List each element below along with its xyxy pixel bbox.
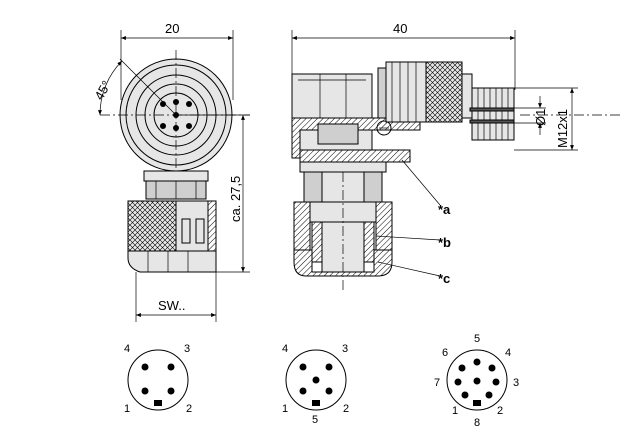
pin-label-1: 1 (282, 403, 288, 415)
pinout-8-pin: 1 2 3 4 5 6 7 8 (434, 333, 519, 429)
pin-label-1: 1 (124, 403, 130, 415)
side-view: 40 Ø1 (291, 21, 620, 290)
angle-dimension: 45° (91, 78, 114, 103)
width-dimension: 20 (165, 21, 179, 36)
pin-label-2: 2 (497, 405, 503, 417)
pinout-5-pin: 1 2 3 4 5 (282, 343, 349, 426)
pin-label-2: 2 (343, 403, 349, 415)
pin-label-3: 3 (342, 343, 348, 355)
pin-label-4: 4 (505, 347, 511, 359)
pin-diameter-dimension: Ø1 (533, 109, 548, 126)
pin-label-6: 6 (442, 347, 448, 359)
height-dimension: ca. 27,5 (228, 176, 243, 222)
pin-label-1: 1 (452, 405, 458, 417)
pinout-4-pin: 1 2 3 4 (124, 343, 192, 415)
front-view: 20 45° (91, 21, 250, 322)
pin-label-4: 4 (282, 343, 288, 355)
pin-label-3: 3 (184, 343, 190, 355)
thread-dimension: M12x1 (555, 109, 570, 148)
callout-b: *b (438, 235, 451, 250)
pin-label-3: 3 (513, 377, 519, 389)
wrench-size-dimension: SW.. (158, 298, 185, 313)
pin-label-4: 4 (124, 343, 130, 355)
length-dimension: 40 (393, 21, 407, 36)
pin-label-5: 5 (474, 333, 480, 345)
callout-a: *a (438, 202, 451, 217)
pin-label-7: 7 (434, 377, 440, 389)
pin-label-8: 8 (474, 417, 480, 429)
callout-c: *c (438, 271, 450, 286)
pin-label-2: 2 (186, 403, 192, 415)
pin-label-5: 5 (312, 414, 318, 426)
